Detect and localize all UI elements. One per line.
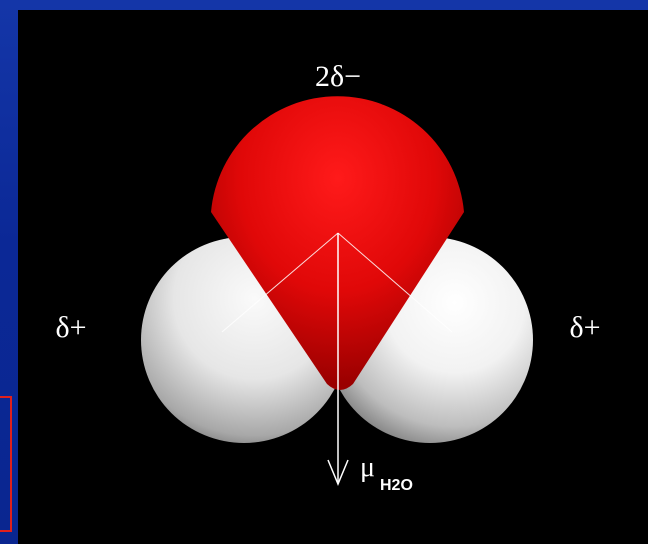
dipole-subscript-label: H2O [380, 477, 413, 494]
accent-frame [0, 396, 12, 532]
left-hydrogen-charge-label: δ+ [55, 311, 86, 344]
dipole-symbol-label: μ [360, 452, 375, 483]
bond-line-left [221, 232, 339, 333]
bond-line-right [337, 232, 453, 333]
oxygen-charge-label: 2δ− [315, 60, 361, 93]
diagram-panel: 2δ− δ+ δ+ μ H2O [18, 10, 648, 544]
water-molecule-diagram: 2δ− δ+ δ+ μ H2O [55, 60, 600, 494]
dipole-arrow [327, 233, 349, 486]
right-hydrogen-charge-label: δ+ [569, 311, 600, 344]
